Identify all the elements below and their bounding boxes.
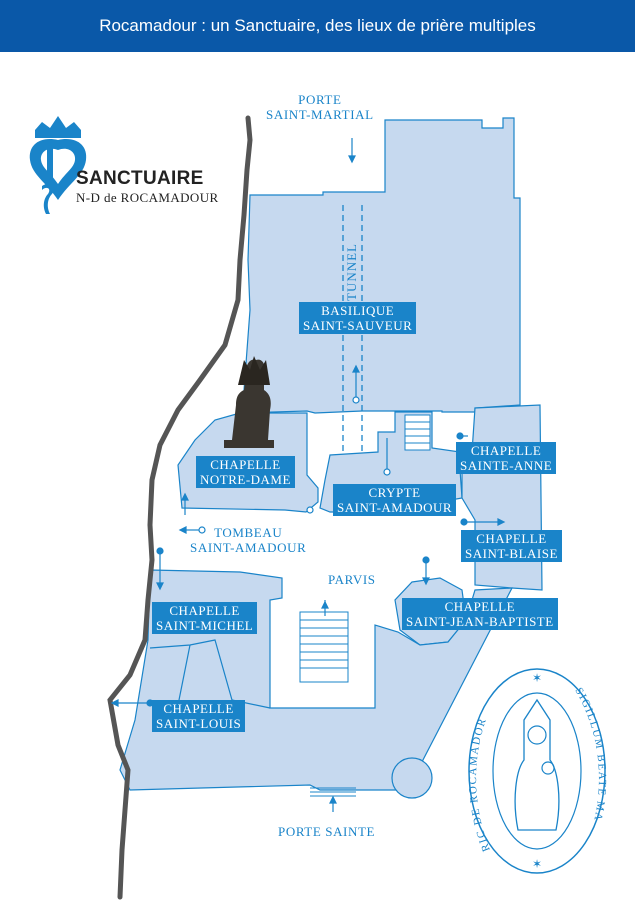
round-tower: [391, 757, 433, 799]
label-basilique-saint-sauveur: BASILIQUE SAINT-SAUVEUR: [299, 302, 417, 334]
label-tombeau-saint-amadour: TOMBEAU SAINT-AMADOUR: [190, 525, 307, 555]
tunnel-label: TUNNEL: [344, 243, 359, 301]
label-crypte-saint-amadour: CRYPTE SAINT-AMADOUR: [333, 484, 457, 516]
label-porte-sainte: PORTE SAINTE: [278, 824, 376, 839]
label-chapelle-notre-dame: CHAPELLE NOTRE-DAME: [196, 456, 295, 488]
logo-title: SANCTUAIRE: [76, 168, 204, 189]
crypte-stairs: [404, 414, 431, 451]
label-chapelle-saint-michel: CHAPELLE SAINT-MICHEL: [152, 602, 258, 634]
label-chapelle-saint-blaise: CHAPELLE SAINT-BLAISE: [461, 530, 562, 562]
seal-emblem: ✶ ✶ RIC DE ROCAMADOR SIGILLUM BEATE MA: [467, 668, 606, 874]
logo-subtitle: N-D de ROCAMADOUR: [76, 190, 219, 205]
page-title: Rocamadour : un Sanctuaire, des lieux de…: [99, 16, 536, 35]
label-chapelle-sainte-anne: CHAPELLE SAINTE-ANNE: [456, 442, 557, 474]
label-chapelle-saint-jean-baptiste: CHAPELLE SAINT-JEAN-BAPTISTE: [402, 598, 558, 630]
page-header: Rocamadour : un Sanctuaire, des lieux de…: [0, 0, 635, 52]
label-porte-saint-martial: PORTE SAINT-MARTIAL: [266, 92, 374, 122]
svg-text:✶: ✶: [532, 857, 542, 871]
label-chapelle-saint-louis: CHAPELLE SAINT-LOUIS: [152, 700, 246, 732]
sanctuary-logo-emblem: [29, 116, 87, 214]
svg-text:✶: ✶: [532, 671, 542, 685]
parvis-stairs: [299, 611, 349, 683]
virgin-statue-icon: [224, 356, 274, 448]
label-parvis: PARVIS: [328, 572, 376, 587]
pointers: [110, 138, 506, 812]
cliff-line: [107, 115, 253, 900]
basilique-building: [239, 117, 521, 414]
chapelle-saint-blaise-building: [461, 404, 543, 591]
